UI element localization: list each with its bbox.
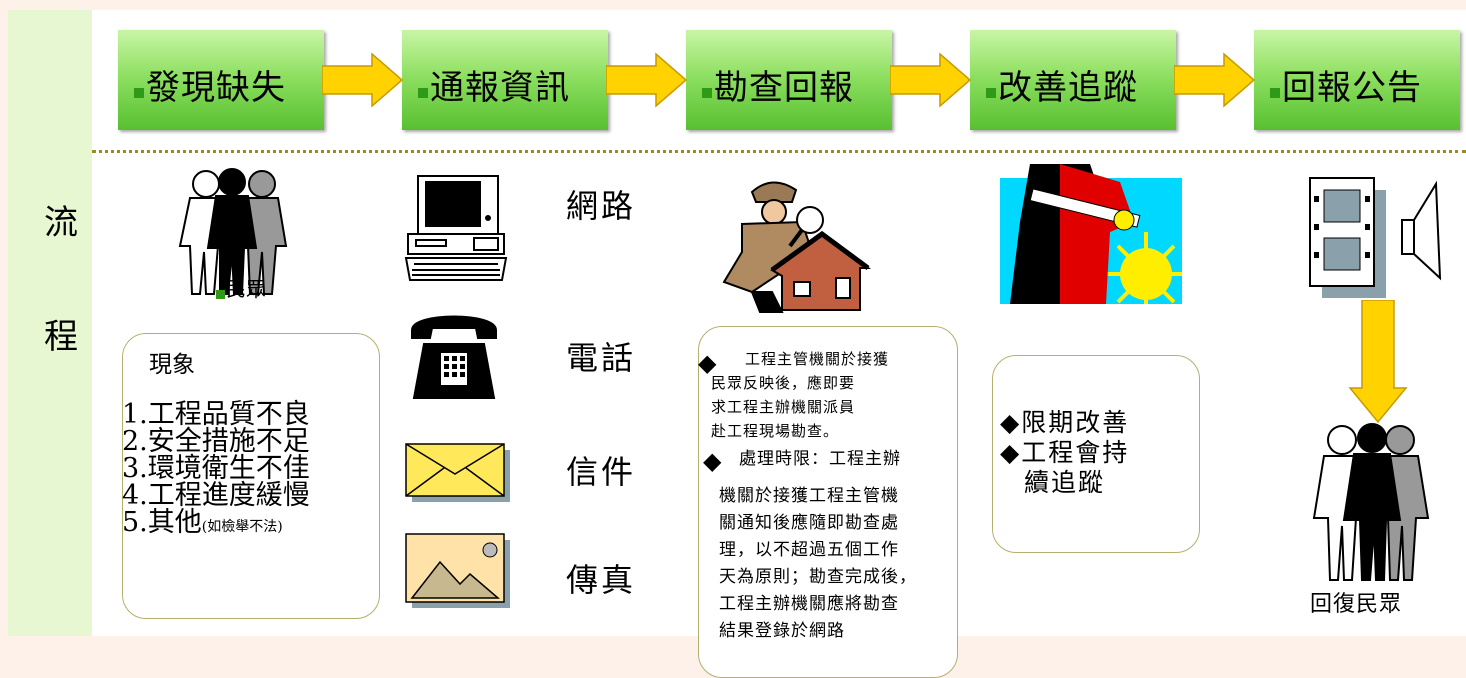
step-report-info: 通報資訊 bbox=[402, 30, 608, 130]
inspector-house-icon bbox=[722, 181, 872, 313]
phenomena-item: 4.工程進度緩慢 bbox=[122, 480, 310, 511]
fax-picture-icon bbox=[405, 533, 510, 608]
inspection-line: 民眾反映後，應即要 bbox=[711, 374, 856, 392]
computer-icon bbox=[404, 175, 508, 281]
channel-phone: 電話 bbox=[566, 339, 637, 377]
divider bbox=[92, 150, 1466, 153]
improvement-box: ◆限期改善 ◆工程會持 續追蹤 bbox=[992, 355, 1200, 553]
bullet-square-icon bbox=[1270, 88, 1280, 98]
inspection-line: 求工程主辦機關派員 bbox=[711, 398, 856, 416]
inspection-line: 工程主管機關於接獲 bbox=[745, 350, 890, 368]
inspection-line: 理，以不超過五個工作 bbox=[719, 540, 899, 560]
step-label: 回報公告 bbox=[1282, 68, 1422, 108]
envelope-icon bbox=[405, 443, 510, 502]
arrow-right-icon bbox=[606, 52, 688, 108]
step-announce: 回報公告 bbox=[1254, 30, 1460, 130]
phenomena-note: (如檢舉不法) bbox=[201, 519, 283, 535]
step-inspect-report: 勘查回報 bbox=[686, 30, 892, 130]
arrow-right-icon bbox=[322, 52, 404, 108]
inspection-line: 關通知後應隨即勘查處 bbox=[719, 513, 899, 533]
bullet-square-icon bbox=[986, 88, 996, 98]
improvement-line: ◆工程會持 bbox=[1000, 438, 1130, 467]
phenomena-item-other: 5.其他(如檢舉不法) bbox=[122, 509, 310, 541]
step-label: 通報資訊 bbox=[430, 68, 570, 108]
diamond-bullet-icon: ◆ bbox=[703, 447, 722, 475]
improvement-line: 續追蹤 bbox=[1024, 468, 1106, 497]
arrow-right-icon bbox=[890, 52, 972, 108]
step-improve-track: 改善追蹤 bbox=[970, 30, 1176, 130]
inspection-line: 處理時限：工程主辦 bbox=[739, 449, 901, 469]
people-label: 民眾 bbox=[226, 277, 266, 301]
inspection-line: 結果登錄於網路 bbox=[719, 621, 845, 641]
side-label-flow: 流 bbox=[44, 203, 78, 243]
bullet-square-icon bbox=[216, 290, 225, 299]
film-speaker-icon bbox=[1309, 177, 1442, 298]
channel-internet: 網路 bbox=[566, 187, 637, 225]
inspection-line: 機關於接獲工程主管機 bbox=[719, 486, 899, 506]
step-label: 改善追蹤 bbox=[998, 68, 1138, 108]
inspection-box: ◆ 工程主管機關於接獲 民眾反映後，應即要 求工程主辦機關派員 赴工程現場勘查。… bbox=[698, 326, 958, 678]
side-label-process: 程 bbox=[44, 317, 78, 357]
channel-mail: 信件 bbox=[566, 453, 637, 491]
phenomena-item: 1.工程品質不良 bbox=[122, 399, 310, 430]
improvement-line: ◆限期改善 bbox=[1000, 408, 1130, 437]
vision-tracking-icon bbox=[1000, 164, 1182, 304]
phenomena-box: 現象 1.工程品質不良 2.安全措施不足 3.環境衛生不佳 4.工程進度緩慢 5… bbox=[122, 333, 380, 619]
arrow-down-icon bbox=[1348, 300, 1408, 424]
bullet-square-icon bbox=[134, 88, 144, 98]
step-label: 發現缺失 bbox=[146, 68, 286, 108]
side-strip bbox=[8, 10, 92, 636]
bullet-square-icon bbox=[418, 88, 428, 98]
phenomena-title: 現象 bbox=[149, 352, 195, 378]
phenomena-item: 5.其他 bbox=[122, 507, 202, 538]
reply-label: 回復民眾 bbox=[1310, 592, 1403, 617]
inspection-line: 天為原則；勘查完成後， bbox=[719, 567, 917, 587]
people-group-icon bbox=[1312, 423, 1430, 581]
inspection-line: 赴工程現場勘查。 bbox=[711, 422, 840, 440]
inspection-line: 工程主辦機關應將勘查 bbox=[719, 594, 899, 614]
people-group-icon bbox=[178, 168, 288, 295]
telephone-icon bbox=[411, 315, 497, 399]
step-label: 勘查回報 bbox=[714, 68, 854, 108]
phenomena-item: 2.安全措施不足 bbox=[122, 426, 310, 457]
arrow-right-icon bbox=[1174, 52, 1256, 108]
phenomena-item: 3.環境衛生不佳 bbox=[122, 453, 310, 484]
step-discover-defect: 發現缺失 bbox=[118, 30, 324, 130]
bullet-square-icon bbox=[702, 88, 712, 98]
diamond-bullet-icon: ◆ bbox=[698, 349, 717, 377]
channel-fax: 傳真 bbox=[566, 561, 637, 599]
